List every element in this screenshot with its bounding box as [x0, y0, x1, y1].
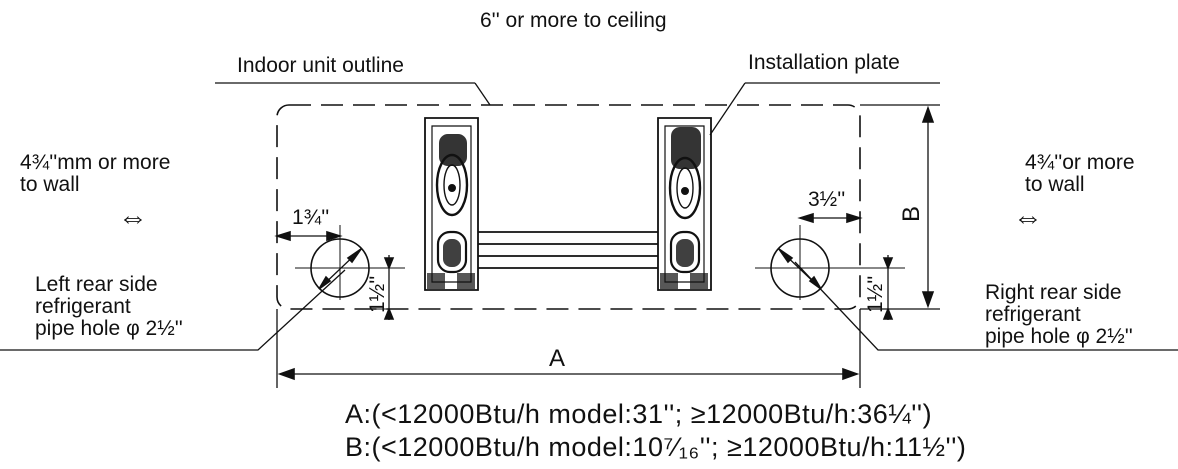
- left-bracket: [424, 117, 479, 291]
- indoor-unit-outline-label: Indoor unit outline: [237, 54, 404, 77]
- left-offset-dimension: 1¾'': [292, 206, 330, 229]
- installation-plate-label: Installation plate: [748, 51, 900, 74]
- right-bracket: [657, 117, 712, 291]
- plate-rails: [478, 231, 658, 269]
- right-clearance-label: 4¾''or more to wall: [1025, 151, 1135, 196]
- top-clearance-label: 6'' or more to ceiling: [480, 9, 667, 32]
- left-arrow-icon: ⇔: [118, 201, 148, 234]
- left-pipe-hole-label: Left rear side refrigerant pipe hole φ 2…: [35, 273, 183, 340]
- formula-b: B:(<12000Btu/h model:10⁷⁄₁₆''; ≥12000Btu…: [345, 432, 967, 462]
- left-hole-height-dimension: 1½'': [366, 275, 389, 313]
- dimension-b-label: B: [898, 205, 925, 222]
- left-clearance-label: 4¾''mm or more to wall: [20, 151, 171, 196]
- right-hole-height-dimension: 1½'': [864, 275, 887, 313]
- right-offset-dimension: 3½'': [808, 188, 846, 211]
- indoor-unit-outline: [276, 104, 861, 310]
- dimension-a-label: A: [549, 345, 566, 372]
- right-arrow-icon: ⇔: [1013, 201, 1043, 234]
- installation-plate: [424, 117, 712, 291]
- formula-a: A:(<12000Btu/h model:31''; ≥12000Btu/h:3…: [345, 399, 933, 429]
- right-pipe-hole-label: Right rear side refrigerant pipe hole φ …: [985, 281, 1133, 348]
